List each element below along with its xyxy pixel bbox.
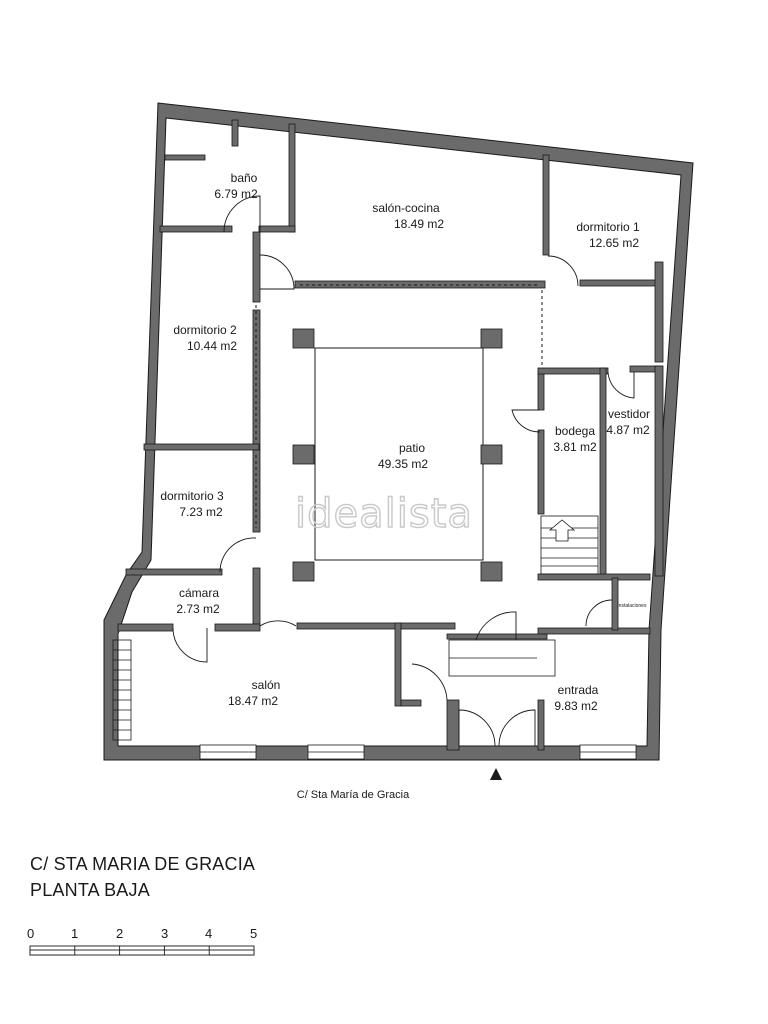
watermark: idealista <box>295 491 473 537</box>
wall-bano-right <box>288 123 296 233</box>
wall-bodega-left-b <box>537 429 545 515</box>
door-instalaciones <box>585 599 613 627</box>
wall-camara-right <box>252 567 261 627</box>
room-vestidor-area: 4.87 m2 <box>606 423 650 437</box>
room-entrada-name: entrada <box>558 683 599 697</box>
plan-title-floor: PLANTA BAJA <box>30 880 150 900</box>
room-salon-name: salón <box>252 678 281 692</box>
scale-label-5: 5 <box>250 926 258 941</box>
wall-dorm2-bottom <box>143 443 260 451</box>
room-dormitorio-2-name: dormitorio 2 <box>173 323 237 337</box>
room-bodega-area: 3.81 m2 <box>553 440 597 454</box>
door-cocina <box>259 254 295 290</box>
wall-dorm3-bottom <box>125 568 223 576</box>
room-dormitorio-3-name: dormitorio 3 <box>160 489 224 503</box>
wall-bodega-top <box>537 367 609 375</box>
patio-column-icon <box>480 444 503 465</box>
scale-label-0: 0 <box>27 926 35 941</box>
wall-bano-bottom <box>159 225 233 233</box>
door-street-left <box>458 709 496 747</box>
room-dormitorio-1-area: 12.65 m2 <box>589 236 639 250</box>
room-labels: baño 6.79 m2 salón-cocina 18.49 m2 dormi… <box>160 171 650 713</box>
wall-dorm1-left <box>542 154 550 256</box>
wall-salon-top <box>296 622 456 630</box>
wall-dorm1-right-stub <box>654 261 664 363</box>
entrance-platform <box>448 639 556 677</box>
wall-camara-bottom <box>117 623 174 632</box>
stairs-up-arrow-icon <box>548 519 576 542</box>
door-dorm1 <box>547 255 579 287</box>
scale-bar <box>29 945 255 956</box>
scale-label-2: 2 <box>116 926 124 941</box>
room-bodega-name: bodega <box>555 424 595 438</box>
wall-bano-bottom-r <box>258 225 296 233</box>
door-patio-entrada <box>475 611 517 641</box>
wall-salon-right <box>394 622 402 707</box>
wall-bodega-right <box>599 367 607 579</box>
door-entrada-left <box>411 663 448 701</box>
room-dormitorio-3-area: 7.23 m2 <box>179 505 223 519</box>
wall-salon-right-c <box>446 699 460 751</box>
stairs <box>540 515 599 575</box>
room-patio-name: patio <box>399 441 425 455</box>
patio-column-icon <box>480 328 503 349</box>
room-camara-area: 2.73 m2 <box>176 602 220 616</box>
patio-openings <box>255 284 543 528</box>
wall-inst-left <box>611 577 619 631</box>
wall-entrada-top <box>537 627 651 635</box>
room-bano-area: 6.79 m2 <box>214 187 258 201</box>
room-bano-name: baño <box>231 171 258 185</box>
wall-bodega-left <box>537 371 545 411</box>
room-patio-area: 49.35 m2 <box>378 457 428 471</box>
room-vestidor-name: vestidor <box>608 407 650 421</box>
wall-salon-right-b <box>400 699 422 707</box>
door-camara <box>172 627 208 663</box>
patio-column-icon <box>292 561 315 582</box>
scale-label-4: 4 <box>205 926 213 941</box>
wall-dorm1-bottom <box>579 279 661 287</box>
wall-vestidor-right <box>654 365 664 577</box>
scale-label-1: 1 <box>71 926 79 941</box>
doors <box>172 195 635 747</box>
street-label: C/ Sta María de Gracia <box>297 789 410 801</box>
room-dormitorio-2-area: 10.44 m2 <box>187 339 237 353</box>
entrance-marker-icon <box>490 768 502 780</box>
room-salon-cocina-name: salón-cocina <box>372 201 440 215</box>
door-bano <box>223 195 261 233</box>
wall-entrada-left <box>537 699 545 751</box>
wall-camara-bottom-r <box>214 623 261 632</box>
scale-label-3: 3 <box>161 926 169 941</box>
door-salon <box>259 620 297 627</box>
room-dormitorio-1-name: dormitorio 1 <box>576 220 640 234</box>
windows <box>199 744 637 760</box>
room-camara-name: cámara <box>179 586 219 600</box>
patio-column-icon <box>480 561 503 582</box>
plan-title-street: C/ STA MARIA DE GRACIA <box>30 854 256 874</box>
room-instalaciones-label: instalaciones <box>618 603 647 609</box>
room-entrada-area: 9.83 m2 <box>554 699 598 713</box>
wall-stairs-bottom <box>537 573 651 581</box>
wall-entrada-step <box>446 633 548 640</box>
patio-column-icon <box>292 444 315 465</box>
door-street-right <box>498 709 536 747</box>
door-vestidor <box>607 371 635 399</box>
door-dorm3 <box>219 537 257 573</box>
wall-bano-top-stub <box>164 154 206 161</box>
wall-bano-left-stub <box>231 119 239 147</box>
room-salon-cocina-area: 18.49 m2 <box>394 217 444 231</box>
patio-column-icon <box>292 328 315 349</box>
patio <box>292 328 503 582</box>
wall-dorm2-right <box>252 231 261 303</box>
ladder <box>112 639 132 741</box>
room-salon-area: 18.47 m2 <box>228 694 278 708</box>
door-bodega <box>511 409 541 433</box>
